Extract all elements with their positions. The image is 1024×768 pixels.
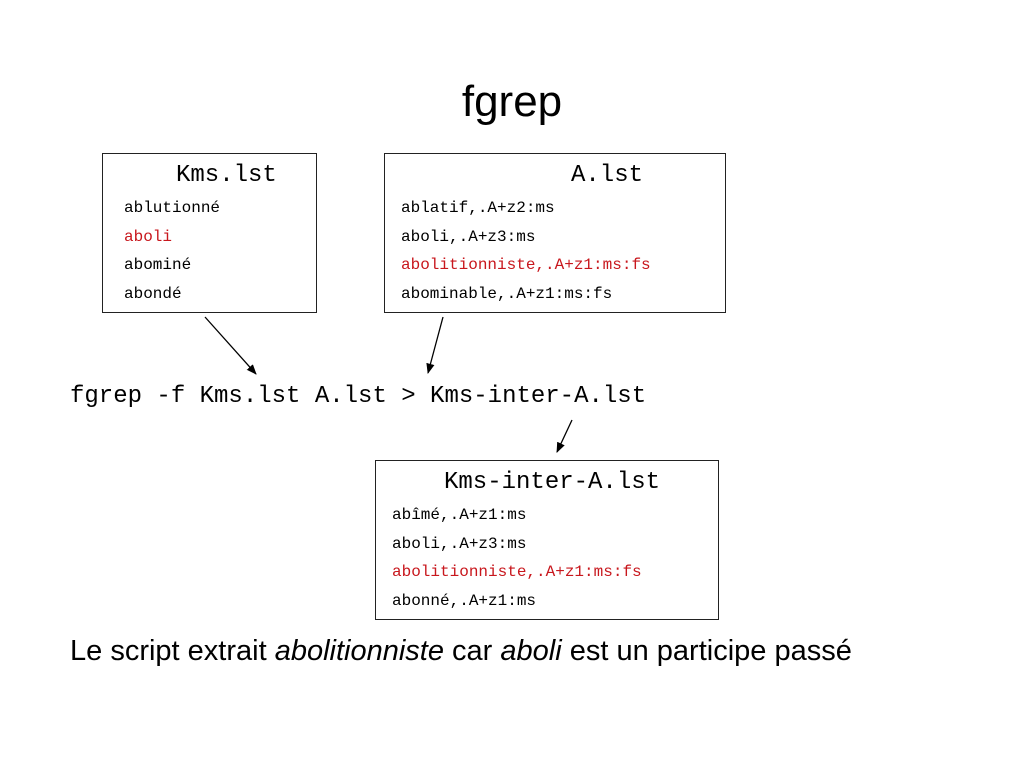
inter-list-box: Kms-inter-A.lst abîmé,.A+z1:ms aboli,.A+… [375,460,719,620]
caption-emphasis: abolitionniste [274,635,444,667]
list-item: aboli,.A+z3:ms [392,534,527,553]
list-item: ablutionné [124,199,221,217]
arrow-command-to-inter [556,419,573,453]
caption-part: Le script extrait [70,635,275,667]
inter-list-header: Kms-inter-A.lst [444,469,661,496]
a-list-box: A.lst ablatif,.A+z2:ms aboli,.A+z3:ms ab… [384,153,726,313]
list-item: aboli [124,227,173,246]
kms-list-box: Kms.lst ablutionné aboli abominé abondé [102,153,317,313]
list-item: aboli,.A+z3:ms [401,227,536,246]
kms-list-items: ablutionné aboli abominé abondé [124,194,316,308]
arrow-kms-to-command [204,316,257,375]
fgrep-command: fgrep -f Kms.lst A.lst > Kms-inter-A.lst [70,383,647,410]
list-item: ablatif,.A+z2:ms [401,199,555,217]
caption-text: Le script extrait abolitionniste car abo… [70,632,970,670]
list-item: abîmé,.A+z1:ms [392,506,527,524]
a-list-header: A.lst [571,162,644,189]
list-item: abolitionniste,.A+z1:ms:fs [392,563,642,581]
kms-list-header: Kms.lst [176,162,277,189]
list-item: abolitionniste,.A+z1:ms:fs [401,256,651,274]
inter-list-items: abîmé,.A+z1:ms aboli,.A+z3:ms abolitionn… [392,501,718,615]
a-list-items: ablatif,.A+z2:ms aboli,.A+z3:ms abolitio… [401,194,725,308]
caption-part: car [443,635,501,667]
caption-emphasis: aboli [500,635,562,667]
arrow-a-to-command [426,316,444,375]
caption-part: est un participe passé [561,635,852,667]
list-item: abondé [124,284,182,303]
list-item: abominé [124,256,192,274]
list-item: abonné,.A+z1:ms [392,591,537,610]
list-item: abominable,.A+z1:ms:fs [401,284,613,303]
slide-title: fgrep [461,77,563,126]
